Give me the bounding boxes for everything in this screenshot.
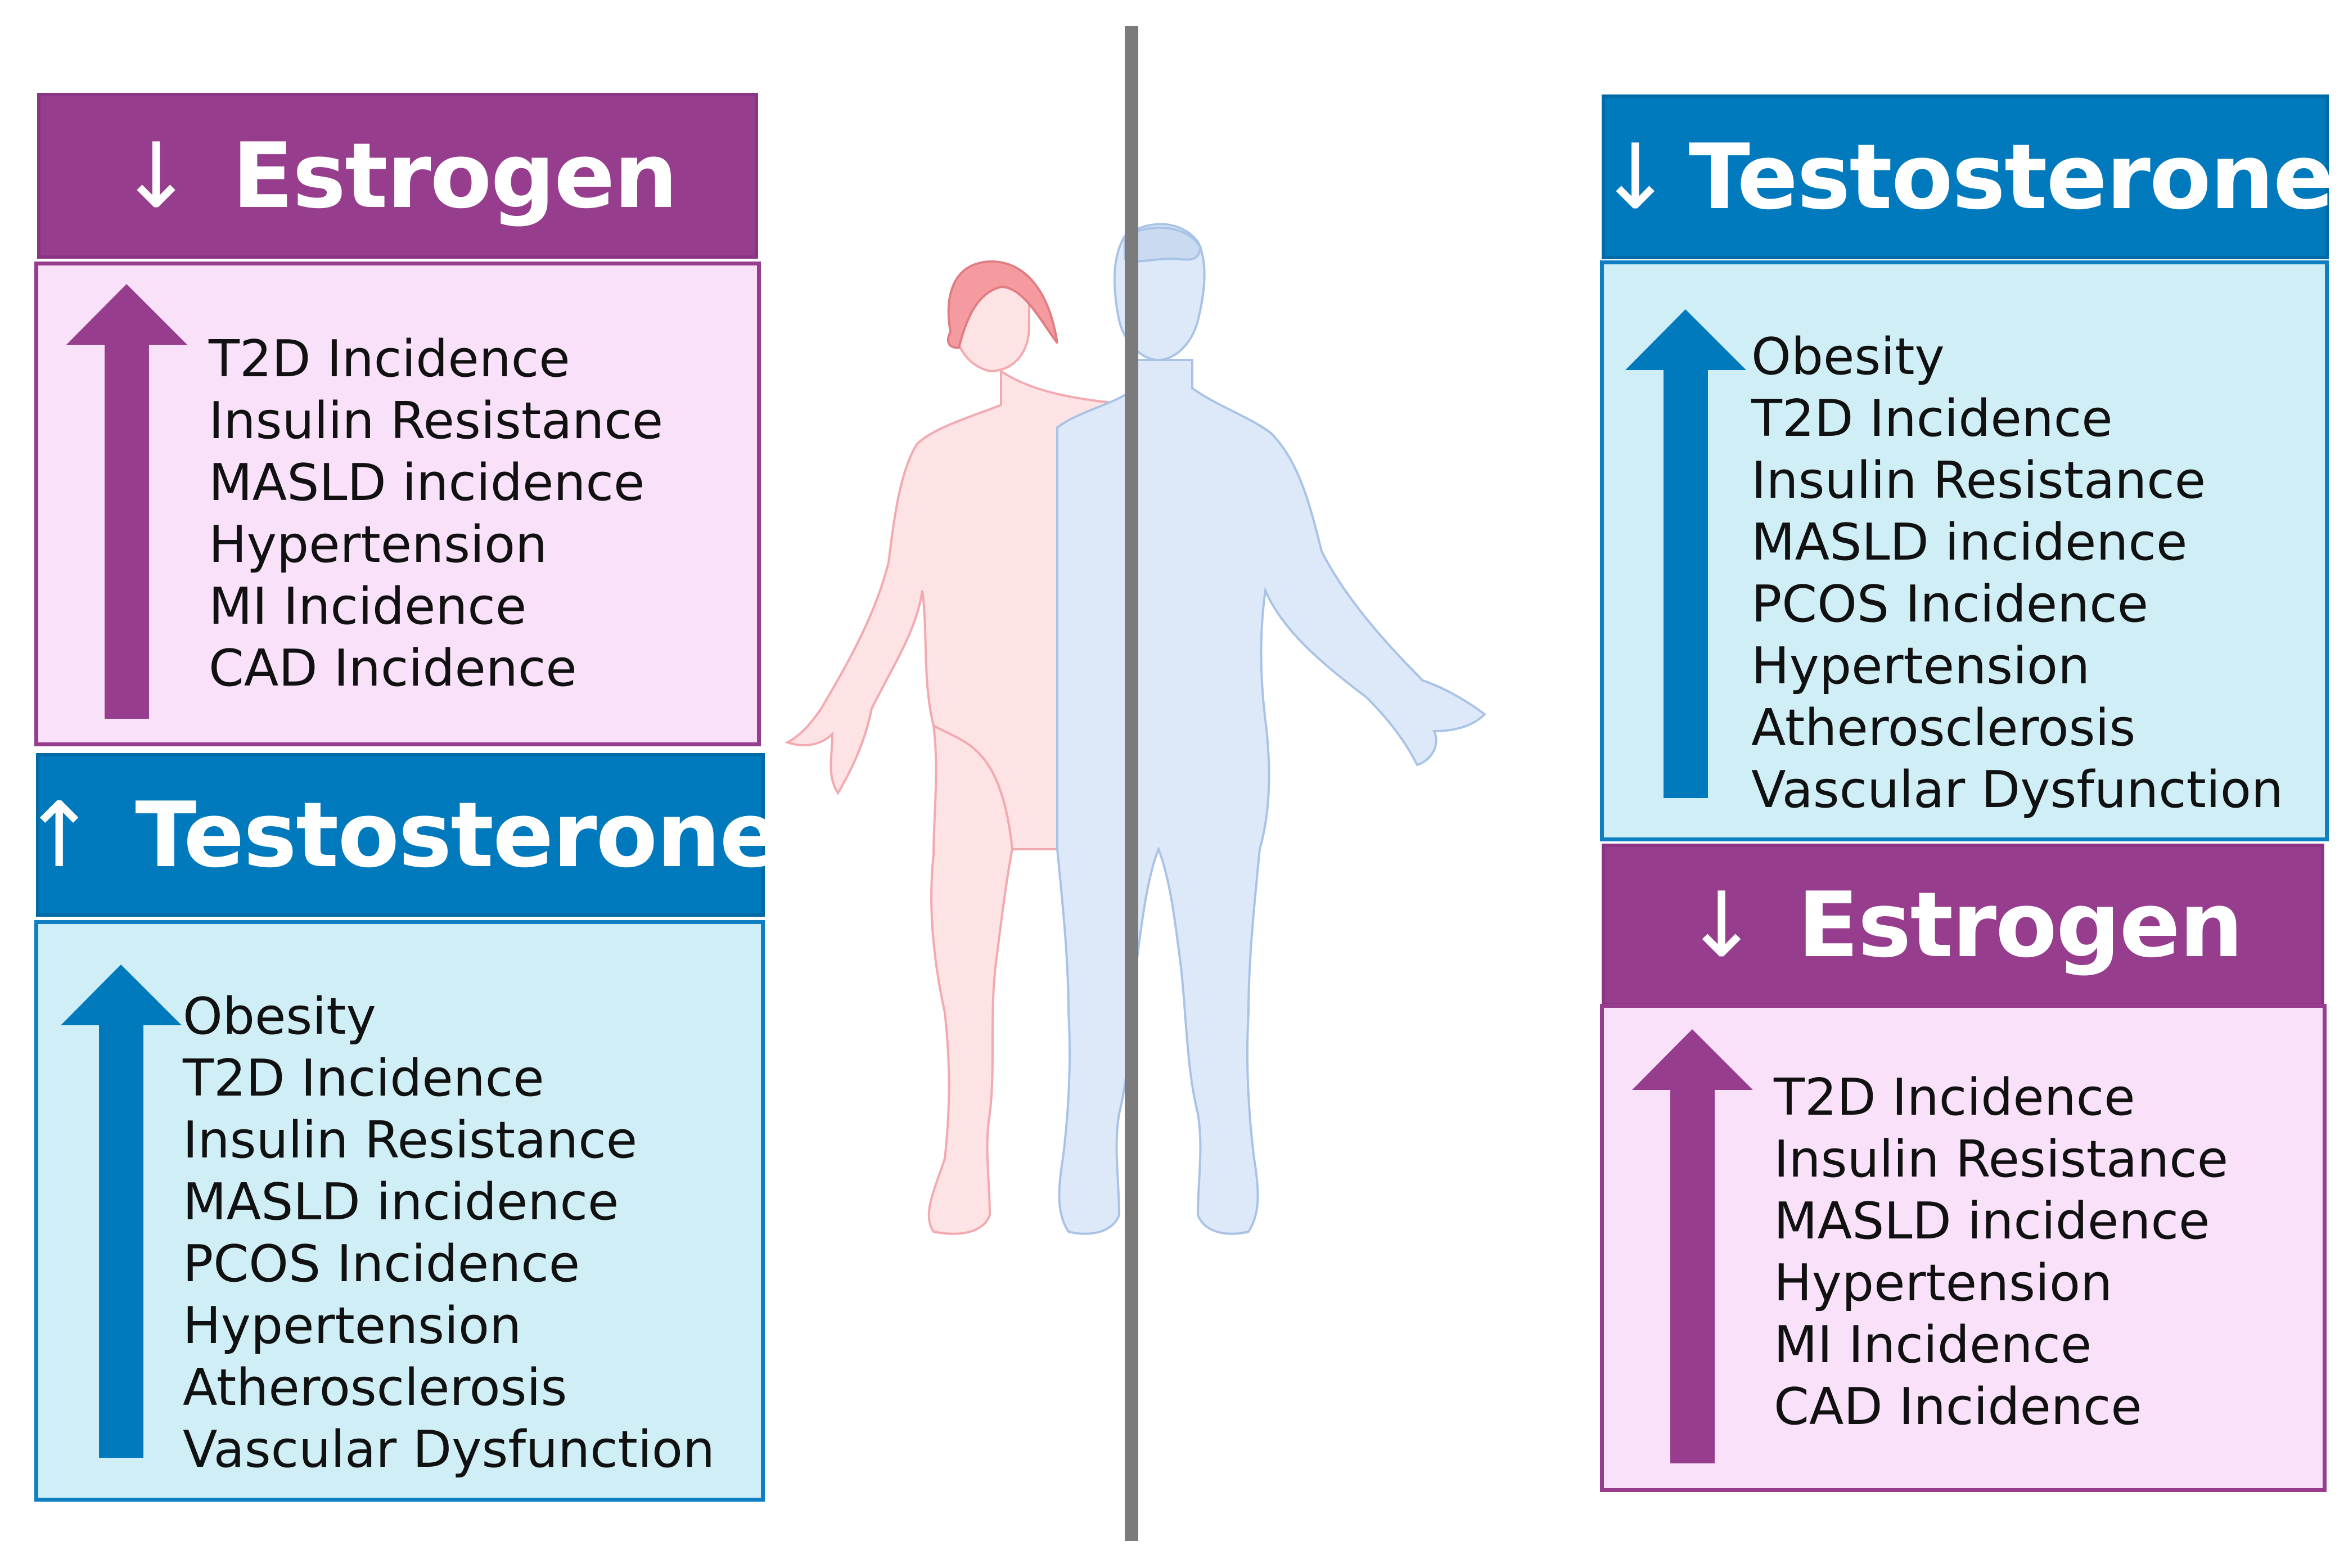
female-estrogen-box: T2D Incidence Insulin Resistance MASLD i… bbox=[34, 262, 761, 746]
up-arrow-icon bbox=[61, 965, 182, 1458]
list-item: MI Incidence bbox=[209, 577, 527, 636]
list-item: T2D Incidence bbox=[1751, 389, 2113, 448]
list-item: Hypertension bbox=[209, 515, 548, 574]
list-item: T2D Incidence bbox=[1774, 1068, 2135, 1127]
list-item: T2D Incidence bbox=[183, 1049, 544, 1108]
female-testosterone-box: Obesity T2D Incidence Insulin Resistance… bbox=[34, 920, 765, 1502]
female-estrogen-header: ↓ Estrogen bbox=[37, 93, 758, 259]
list-item: Obesity bbox=[1751, 327, 1945, 386]
female-estrogen-arrow-glyph: ↓ bbox=[118, 123, 194, 228]
list-item: MASLD incidence bbox=[209, 453, 645, 512]
list-item: Atherosclerosis bbox=[1751, 699, 2136, 758]
female-testosterone-list: Obesity T2D Incidence Insulin Resistance… bbox=[183, 986, 715, 1481]
male-estrogen-arrow-glyph: ↓ bbox=[1684, 872, 1759, 977]
list-item: Hypertension bbox=[1774, 1254, 2113, 1313]
up-arrow-icon bbox=[1632, 1029, 1753, 1463]
body-figures-illustration bbox=[784, 223, 1487, 1235]
list-item: Insulin Resistance bbox=[209, 391, 664, 450]
list-item: Hypertension bbox=[1751, 637, 2090, 696]
list-item: Insulin Resistance bbox=[183, 1111, 638, 1170]
up-arrow-icon bbox=[1625, 309, 1746, 798]
list-item: Hypertension bbox=[183, 1296, 522, 1355]
list-item: Vascular Dysfunction bbox=[1751, 760, 2284, 819]
male-testosterone-header: ↓ Testosterone bbox=[1598, 94, 2334, 259]
list-item: MASLD incidence bbox=[1751, 513, 2188, 572]
male-estrogen-list: T2D Incidence Insulin Resistance MASLD i… bbox=[1774, 1067, 2228, 1438]
list-item: MI Incidence bbox=[1774, 1315, 2092, 1375]
list-item: CAD Incidence bbox=[209, 639, 577, 698]
female-estrogen-title: Estrogen bbox=[232, 123, 678, 228]
male-testosterone-box: Obesity T2D Incidence Insulin Resistance… bbox=[1600, 260, 2329, 841]
male-testosterone-arrow-glyph: ↓ bbox=[1597, 124, 1673, 229]
list-item: Atherosclerosis bbox=[183, 1358, 567, 1417]
female-testosterone-title: Testosterone bbox=[135, 782, 781, 887]
male-estrogen-title: Estrogen bbox=[1797, 872, 2243, 977]
male-testosterone-title: Testosterone bbox=[1688, 124, 2334, 229]
female-testosterone-arrow-glyph: ↑ bbox=[21, 782, 97, 887]
list-item: CAD Incidence bbox=[1774, 1377, 2142, 1436]
list-item: Insulin Resistance bbox=[1774, 1130, 2229, 1189]
list-item: Insulin Resistance bbox=[1751, 451, 2206, 510]
male-testosterone-list: Obesity T2D Incidence Insulin Resistance… bbox=[1751, 326, 2283, 821]
male-body-figure bbox=[1056, 223, 1487, 1235]
list-item: PCOS Incidence bbox=[1751, 575, 2149, 634]
female-estrogen-list: T2D Incidence Insulin Resistance MASLD i… bbox=[209, 328, 663, 700]
up-arrow-icon bbox=[66, 284, 187, 719]
vertical-divider bbox=[1125, 26, 1138, 1541]
list-item: MASLD incidence bbox=[183, 1173, 619, 1232]
list-item: Vascular Dysfunction bbox=[183, 1420, 715, 1479]
male-estrogen-box: T2D Incidence Insulin Resistance MASLD i… bbox=[1600, 1004, 2327, 1492]
list-item: MASLD incidence bbox=[1774, 1192, 2210, 1251]
list-item: PCOS Incidence bbox=[183, 1234, 580, 1294]
female-testosterone-header: ↑ Testosterone bbox=[21, 753, 781, 917]
female-body-figure bbox=[784, 260, 1132, 1235]
list-item: Obesity bbox=[183, 987, 376, 1046]
male-estrogen-header: ↓ Estrogen bbox=[1602, 844, 2324, 1006]
list-item: T2D Incidence bbox=[209, 330, 570, 389]
